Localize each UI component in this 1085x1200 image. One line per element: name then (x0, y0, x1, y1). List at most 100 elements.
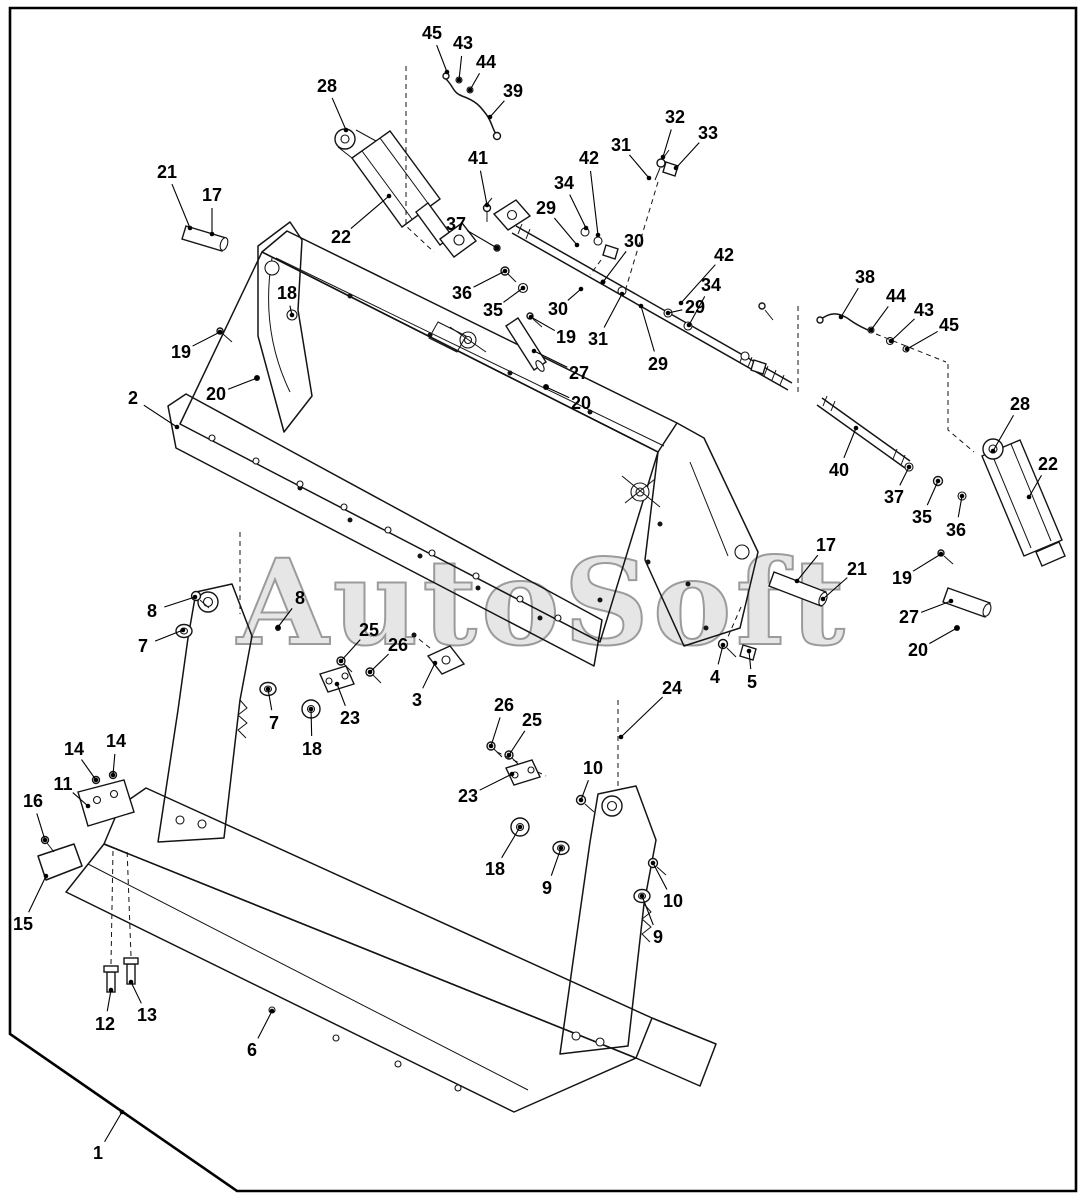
callout-41: 41 (468, 148, 488, 168)
callout-24: 24 (662, 678, 682, 698)
leader-line-7 (267, 688, 273, 711)
leader-line-43 (458, 55, 463, 81)
callout-25: 25 (522, 710, 542, 730)
leader-dot-31 (619, 291, 625, 297)
leader-dot-28 (343, 127, 349, 133)
callout-43: 43 (453, 33, 473, 53)
construction-lines (239, 66, 975, 786)
leader-line-8 (164, 596, 196, 608)
leader-line-22 (350, 195, 390, 229)
callout-33: 33 (698, 123, 718, 143)
leader-dot-35 (520, 285, 526, 291)
leader-line-5 (748, 650, 752, 670)
leader-dot-37 (494, 245, 500, 251)
callout-3: 3 (412, 690, 422, 710)
leader-dot-36 (502, 268, 508, 274)
leader-line-34 (688, 296, 706, 326)
leader-dot-4 (720, 642, 726, 648)
leader-dot-9 (639, 893, 645, 899)
leader-line-10 (652, 862, 668, 890)
leader-dot-23 (334, 681, 340, 687)
leader-line-20 (545, 386, 570, 399)
leader-line-30 (602, 251, 627, 283)
callout-20: 20 (571, 393, 591, 413)
leader-line-10 (580, 779, 589, 801)
leader-line-26 (369, 653, 390, 673)
callout-35: 35 (912, 507, 932, 527)
callout-2: 2 (128, 388, 138, 408)
callout-36: 36 (452, 283, 472, 303)
callout-11: 11 (53, 774, 72, 794)
leader-dot-3 (432, 660, 438, 666)
leader-line-9 (641, 895, 654, 926)
leader-dot-41 (484, 202, 490, 208)
hydraulic-cylinder-right (981, 438, 1066, 567)
callout-1: 1 (93, 1143, 103, 1163)
callout-23: 23 (340, 708, 360, 728)
leader-line-7 (154, 629, 184, 642)
leader-dot-1 (119, 1109, 125, 1115)
callout-44: 44 (886, 286, 906, 306)
leader-dot-18 (308, 706, 314, 712)
leader-line-45 (906, 330, 938, 350)
leader-dot-6 (269, 1008, 275, 1014)
leader-line-43 (890, 318, 915, 342)
leader-dot-12 (108, 987, 114, 993)
leader-dot-42 (678, 300, 684, 306)
leader-line-17 (796, 554, 819, 582)
callout-20: 20 (206, 384, 226, 404)
leader-dot-20 (543, 384, 549, 390)
callout-5: 5 (747, 672, 757, 692)
leader-dot-34 (686, 322, 692, 328)
grease-fitting (482, 197, 493, 222)
leader-dot-45 (444, 69, 450, 75)
leader-dot-22 (1026, 494, 1032, 500)
leader-dot-17 (794, 578, 800, 584)
leader-line-26 (490, 717, 501, 747)
leader-line-21 (171, 183, 191, 229)
leader-dot-39 (487, 114, 493, 120)
leader-dot-45 (904, 346, 910, 352)
leader-dot-27 (948, 598, 954, 604)
leader-line-32 (662, 129, 672, 158)
leader-line-19 (912, 553, 942, 572)
callout-9: 9 (653, 927, 663, 947)
leader-line-15 (28, 875, 47, 913)
callout-34: 34 (554, 173, 574, 193)
leader-line-23 (479, 773, 513, 791)
callout-22: 22 (1038, 454, 1058, 474)
hinge-plate-assembly (37, 770, 139, 993)
leader-line-28 (331, 97, 347, 131)
leader-line-4 (717, 644, 724, 665)
callout-34: 34 (701, 275, 721, 295)
callout-16: 16 (23, 791, 43, 811)
small-fasteners (175, 312, 960, 904)
leader-dot-18 (517, 824, 523, 830)
leader-dot-14 (110, 772, 116, 778)
leader-line-18 (501, 826, 521, 859)
callout-14: 14 (106, 731, 126, 751)
lower-bucket-weldment (65, 787, 717, 1113)
leader-line-29 (667, 309, 683, 314)
callout-31: 31 (588, 329, 608, 349)
callout-27: 27 (569, 363, 589, 383)
callout-26: 26 (388, 635, 408, 655)
callout-25: 25 (359, 620, 379, 640)
callout-7: 7 (138, 636, 148, 656)
right-support-arm (559, 785, 657, 1055)
leader-dot-37 (906, 464, 912, 470)
leader-line-27 (920, 600, 952, 613)
leader-dot-40 (853, 425, 859, 431)
callout-43: 43 (914, 300, 934, 320)
leader-dot-28 (990, 448, 996, 454)
leader-line-20 (929, 627, 958, 645)
callout-7: 7 (269, 713, 279, 733)
leader-line-29 (640, 305, 655, 352)
leader-line-23 (336, 683, 346, 707)
leader-dot-33 (673, 165, 679, 171)
leader-line-24 (620, 696, 664, 738)
leader-line-25 (508, 730, 526, 756)
leader-dot-22 (386, 193, 392, 199)
